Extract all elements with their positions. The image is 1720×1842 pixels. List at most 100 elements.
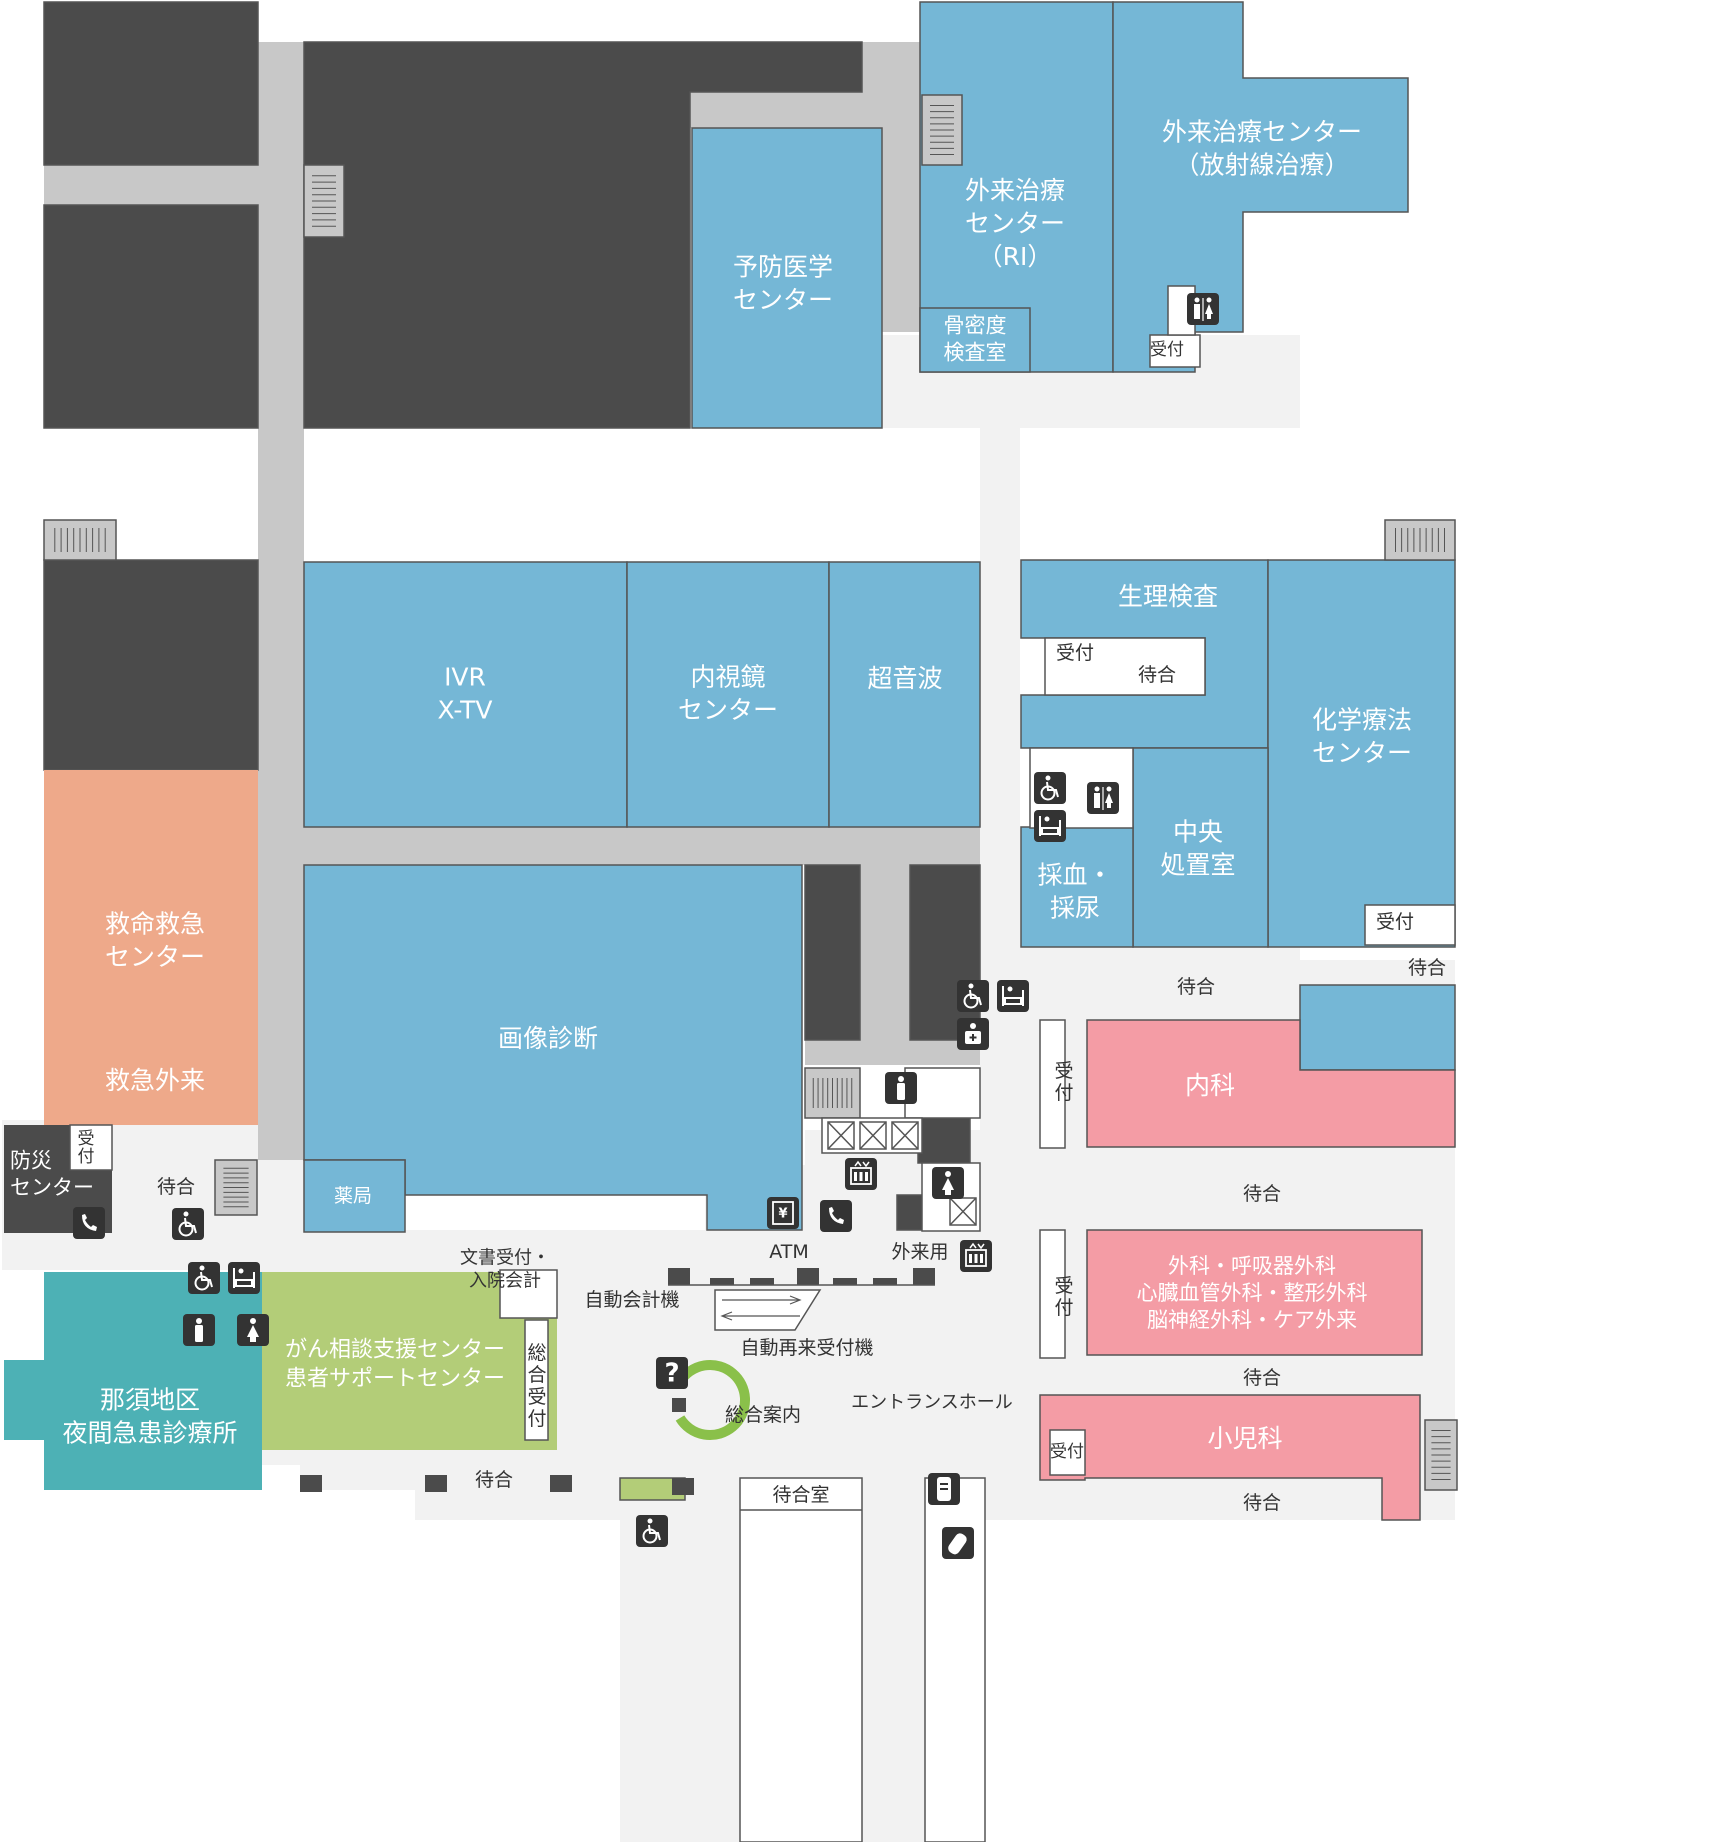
- elevator-car-cross: [859, 1121, 887, 1150]
- label-uketsuke-radiation: 受付: [1150, 340, 1184, 360]
- atm-icon: ¥: [767, 1197, 799, 1229]
- label-uketsuke-shonika: 受付: [1050, 1442, 1084, 1462]
- room-choonpa: [828, 561, 981, 828]
- label-uketsuke-seiri-line: 受付: [1056, 642, 1094, 664]
- label-naishikyo-line: センター: [678, 696, 778, 725]
- label-geka-line: 脳神経外科・ケア外来: [1147, 1308, 1357, 1332]
- label-gazo-line: 画像診断: [498, 1024, 598, 1053]
- label-chuo-line: 中央: [1173, 818, 1223, 847]
- svg-text:¥: ¥: [778, 1207, 787, 1222]
- label-machiai-seiri-line: 待合: [1138, 664, 1176, 686]
- ostomy-icon: [997, 980, 1029, 1012]
- room-yakkyoku: [303, 1159, 406, 1233]
- label-uketsuke-seiri: 受付: [1056, 642, 1094, 664]
- label-machiai-upper-hall: 待合: [1177, 976, 1215, 998]
- dark-block-elevator-left: [804, 864, 861, 1041]
- label-machiaishitsu: 待合室: [772, 1484, 829, 1506]
- label-uketsuke-radiation-line: 受付: [1150, 340, 1184, 360]
- room-machiaishitsu: [739, 1477, 863, 1842]
- label-uketsuke-geka-line: 受: [1054, 1275, 1073, 1297]
- label-kagaku-line: センター: [1312, 739, 1412, 768]
- corridor-main-vertical: [258, 42, 304, 1160]
- hall-pillar: [913, 1268, 935, 1285]
- auto-payment-machine: [750, 1278, 774, 1285]
- label-bunsho-line: 文書受付・: [460, 1248, 550, 1269]
- label-machiaishitsu-line: 待合室: [772, 1484, 829, 1506]
- label-seiri: 生理検査: [1118, 582, 1218, 611]
- label-uketsuke-kagaku-line: 受付: [1376, 911, 1414, 933]
- label-uketsuke-naika: 受付: [1054, 1060, 1073, 1104]
- info-desk-post: [672, 1398, 686, 1412]
- label-yakkyoku: 薬局: [334, 1185, 372, 1207]
- label-gairaiyo-line: 外来用: [891, 1241, 948, 1263]
- nursing-icon: [928, 1473, 960, 1505]
- label-kyumei-line: センター: [105, 943, 205, 972]
- label-machiai-upper-hall-line: 待合: [1177, 976, 1215, 998]
- label-naishikyo: 内視鏡センター: [678, 663, 778, 725]
- room-saiketsu: [1020, 826, 1134, 948]
- label-ivr-line: IVR: [444, 663, 486, 692]
- label-nasu-line: 那須地区: [100, 1386, 200, 1415]
- wheelchair-icon: [172, 1208, 204, 1240]
- label-choonpa: 超音波: [867, 664, 942, 693]
- hall-pillar: [797, 1268, 819, 1285]
- hall-pillar: [672, 1478, 694, 1495]
- label-kyumei-line: 救命救急: [105, 910, 205, 939]
- label-sogo-uketsuke: 総合受付: [527, 1342, 546, 1430]
- room-sogo-uketsuke: [524, 1319, 549, 1441]
- label-sogo-uketsuke-line: 総: [527, 1342, 546, 1364]
- label-nasu: 那須地区夜間急患診療所: [62, 1386, 237, 1448]
- room-naika-annex: [1299, 984, 1456, 1071]
- restroom-icon: [1087, 782, 1119, 814]
- label-naishikyo-line: 内視鏡: [690, 663, 765, 692]
- dark-block-left-lower: [43, 559, 259, 771]
- label-kotsumitsudo-line: 検査室: [944, 341, 1007, 365]
- label-radiation: 外来治療センター （放射線治療）: [1162, 118, 1362, 180]
- label-machiai-lower-line: 待合: [1243, 1367, 1281, 1389]
- room-radiation: [1112, 1, 1409, 373]
- label-naika: 内科: [1185, 1071, 1235, 1100]
- label-saiketsu-line: 採尿: [1050, 894, 1100, 923]
- label-geka-line: 外科・呼吸器外科: [1168, 1254, 1336, 1278]
- label-uketsuke-bosai: 受付: [78, 1129, 95, 1167]
- wheelchair-icon: [957, 980, 989, 1012]
- label-radiation-line: 外来治療センター: [1162, 118, 1362, 147]
- label-uketsuke-naika-line: 受: [1054, 1060, 1073, 1082]
- details: [43, 94, 1458, 1495]
- label-geka-line: 心臓血管外科・整形外科: [1137, 1281, 1368, 1305]
- label-ri-line: センター: [965, 209, 1065, 238]
- label-entrance-line: エントランスホール: [851, 1392, 1013, 1413]
- label-uketsuke-naika-line: 付: [1054, 1082, 1073, 1104]
- room-naishikyo: [626, 561, 830, 828]
- label-uketsuke-kagaku: 受付: [1376, 911, 1414, 933]
- label-yakkyoku-line: 薬局: [334, 1185, 372, 1207]
- counter-kagaku: [1364, 904, 1456, 946]
- label-saiketsu-line: 採血・: [1037, 861, 1112, 890]
- hall-pillar: [300, 1475, 322, 1492]
- svg-text:?: ?: [664, 1359, 679, 1389]
- label-bosai-line: 防災: [10, 1149, 52, 1173]
- counter-bosai: [69, 1124, 113, 1171]
- counter-seiri: [1044, 637, 1206, 696]
- dark-block-core-1: [917, 1117, 971, 1164]
- room-ivr: [303, 561, 628, 828]
- label-machiai-mid-line: 待合: [1243, 1183, 1281, 1205]
- label-atm-line: ATM: [769, 1241, 809, 1263]
- room-kagaku: [1267, 559, 1456, 948]
- label-radiation-line: （放射線治療）: [1174, 151, 1349, 180]
- label-machiai-bosai-line: 待合: [157, 1176, 195, 1198]
- label-gazo: 画像診断: [498, 1024, 598, 1053]
- label-machiai-seiri: 待合: [1138, 664, 1176, 686]
- hall-pillar: [668, 1268, 690, 1285]
- room-kyumei: [44, 770, 258, 1125]
- corridor-left-branch: [44, 165, 258, 205]
- label-jido-kaikei-line: 自動会計機: [584, 1289, 679, 1311]
- label-kagaku-line: 化学療法: [1312, 706, 1412, 735]
- labels: 予防医学センター外来治療センター（RI）骨密度検査室外来治療センター（放射線治療…: [10, 118, 1446, 1514]
- room-bunsho: [499, 1269, 558, 1319]
- elevator-icon: [845, 1158, 877, 1190]
- label-shonika-line: 小児科: [1207, 1424, 1282, 1453]
- wheelchair-icon: [1034, 772, 1066, 804]
